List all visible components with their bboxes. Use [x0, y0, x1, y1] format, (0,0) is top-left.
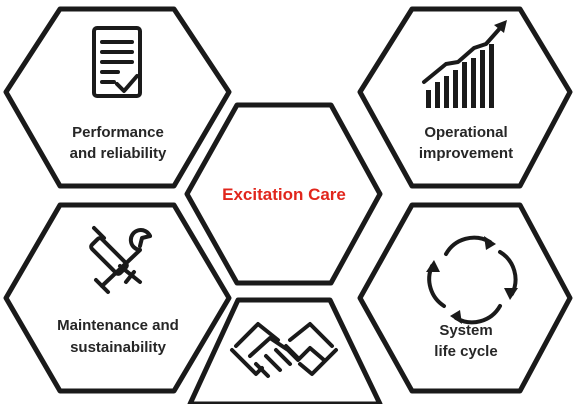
hex-label-line2: life cycle	[434, 343, 497, 360]
checklist-document-icon	[92, 26, 142, 98]
growth-bar-chart-icon	[422, 20, 507, 108]
crossed-tools-icon	[89, 226, 152, 294]
center-title: Excitation Care	[222, 185, 346, 204]
hex-performance-reliability: Performance and reliability	[3, 6, 232, 189]
hex-partnership	[187, 297, 383, 404]
hex-operational-improvement: Operational improvement	[357, 6, 573, 189]
hex-label-line1: Performance	[72, 124, 164, 141]
hex-center-excitation-care: Excitation Care	[184, 102, 383, 286]
hex-system-life-cycle: System life cycle	[357, 202, 573, 394]
hex-label-line2: and reliability	[70, 145, 167, 162]
hex-label-line1: System	[439, 322, 492, 339]
hex-label-line2: sustainability	[70, 339, 167, 356]
hex-label-line1: Maintenance and	[57, 317, 179, 334]
hex-label-line1: Operational	[424, 124, 507, 141]
handshake-icon	[230, 322, 338, 378]
hex-maintenance-sustainability: Maintenance and sustainability	[3, 202, 232, 394]
cycle-arrows-icon	[426, 235, 518, 325]
hex-label-line2: improvement	[419, 145, 513, 162]
